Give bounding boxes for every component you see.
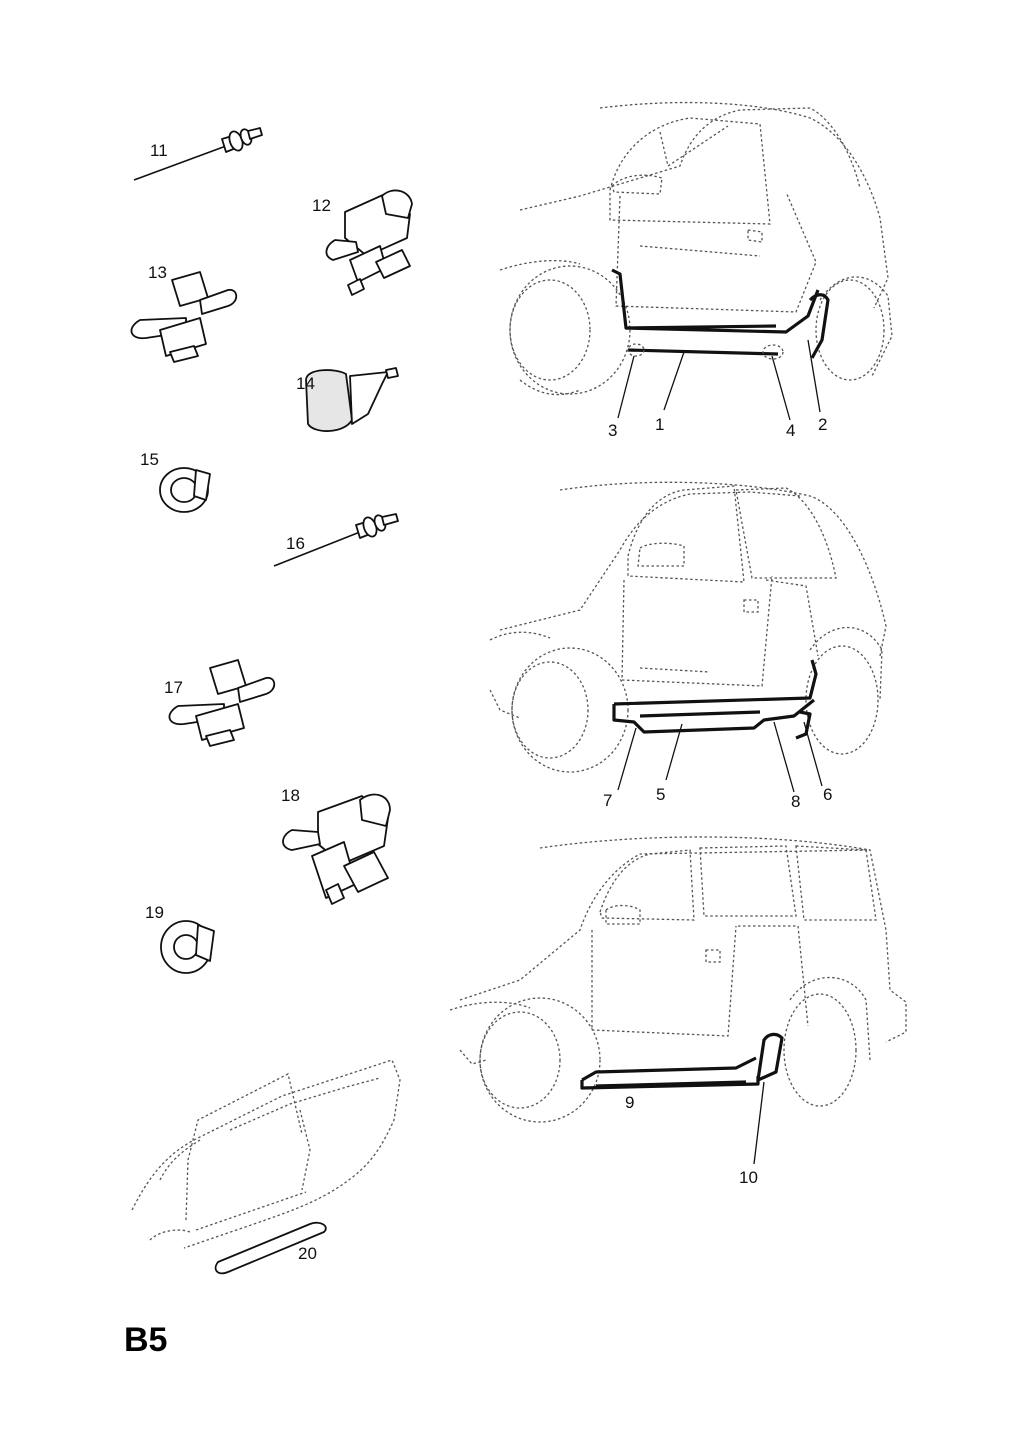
callout-2: 2 [818,415,827,434]
page-code: B5 [124,1321,167,1359]
part-17-clip [168,659,276,747]
callout-15: 15 [140,450,159,469]
callout-5: 5 [656,785,665,804]
callout-14: 14 [296,374,315,393]
callout-4: 4 [786,421,795,440]
part-14-cone-fastener [305,367,399,432]
part-19-plug [160,920,215,974]
part-18-clip [282,793,391,905]
callout-17: 17 [164,678,183,697]
part-16-rivet [273,513,399,567]
callout-12: 12 [312,196,331,215]
part-11-rivet [133,127,263,181]
part-12-clip [325,189,413,296]
part-13-clip [130,271,238,363]
car-3-wagon [449,836,907,1165]
callout-6: 6 [823,785,832,804]
car-2-five-door [489,481,887,793]
callout-7: 7 [603,791,612,810]
callout-20: 20 [298,1244,317,1263]
part-15-plug [159,467,211,513]
callout-1: 1 [655,415,664,434]
callout-8: 8 [791,792,800,811]
callout-9: 9 [625,1093,634,1112]
callout-10: 10 [739,1168,758,1187]
callout-18: 18 [281,786,300,805]
callout-13: 13 [148,263,167,282]
callout-19: 19 [145,903,164,922]
callout-11: 11 [150,141,168,160]
car-1-three-door [499,101,893,421]
callout-16: 16 [286,534,305,553]
part-20-sill-view [131,1059,401,1275]
callout-3: 3 [608,421,617,440]
